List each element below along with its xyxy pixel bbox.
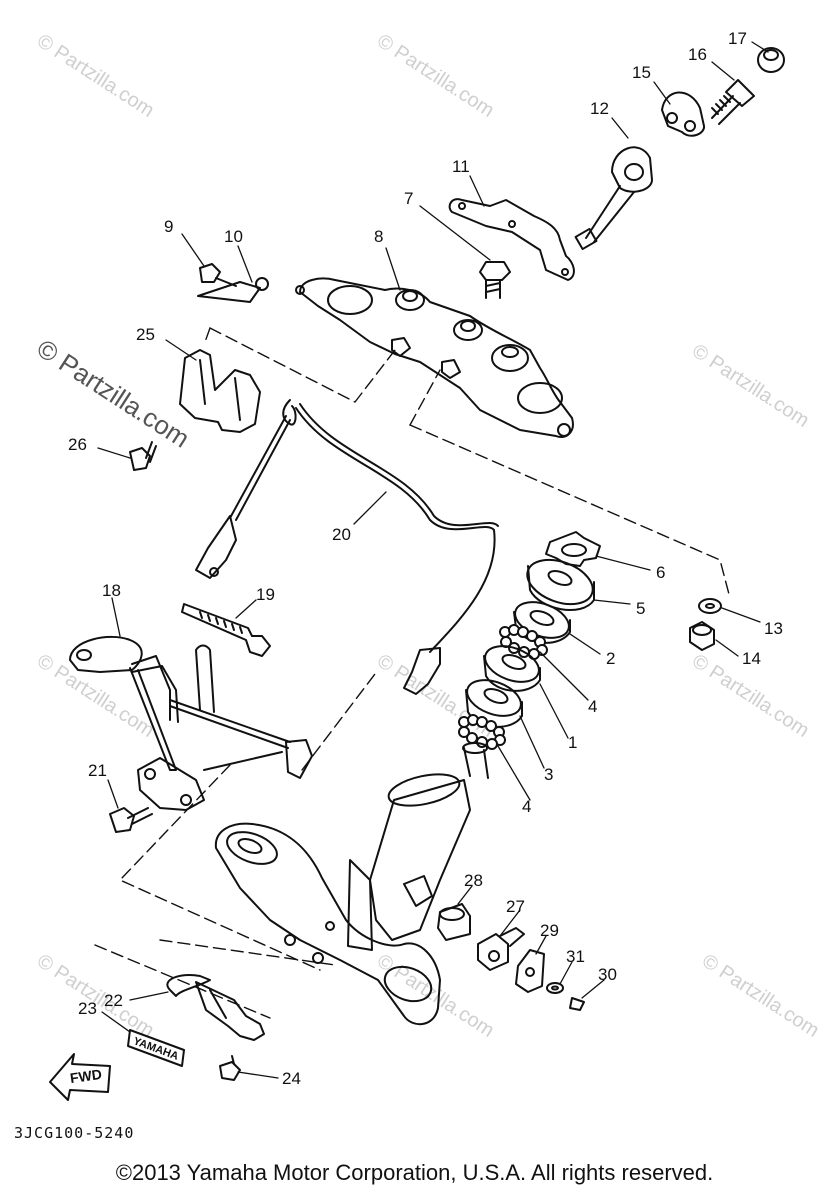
copyright-notice: ©2013 Yamaha Motor Corporation, U.S.A. A…: [115, 1160, 714, 1185]
part-29-plate: [515, 949, 545, 993]
part-27-lock: [477, 927, 525, 971]
part-19-cable-band: [181, 603, 271, 657]
part-6-lock-washer: [545, 531, 601, 567]
callout-23: 23: [78, 999, 97, 1018]
part-30-screw: [569, 997, 585, 1011]
part-16-bolt: [711, 79, 755, 125]
callout-6: 6: [656, 563, 666, 582]
part-31-washer: [546, 982, 564, 994]
callout-14: 14: [742, 649, 761, 668]
part-28-collar: [437, 903, 471, 941]
part-25-bracket: [179, 349, 261, 433]
fwd-arrow-icon: [49, 1053, 111, 1101]
callout-17: 17: [728, 29, 747, 48]
callout-29: 29: [540, 921, 559, 940]
part-12-handlebar: [574, 146, 653, 251]
drawing-code: 3JCG100-5240: [14, 1124, 135, 1142]
part-21-bolt: [109, 807, 153, 833]
callout-13: 13: [764, 619, 783, 638]
part-5-cover: [526, 558, 595, 612]
callout-7: 7: [404, 189, 414, 208]
part-20-cable: [195, 399, 499, 695]
callout-28: 28: [464, 871, 483, 890]
callout-5: 5: [636, 599, 646, 618]
callout-15: 15: [632, 63, 651, 82]
part-4-bearing-lower: [458, 714, 506, 750]
part-15-clamp: [661, 91, 705, 137]
callout-2: 2: [606, 649, 616, 668]
part-9-bolt: [199, 263, 237, 287]
callout-1: 1: [568, 733, 578, 752]
callout-10: 10: [224, 227, 243, 246]
callout-21: 21: [88, 761, 107, 780]
callout-31: 31: [566, 947, 585, 966]
callout-4-upper: 4: [588, 697, 598, 716]
part-17-cap-nut: [757, 47, 785, 73]
part-1-race: [483, 645, 541, 692]
steering-stem: [347, 742, 489, 951]
part-24-screw: [219, 1055, 241, 1081]
leader-lines: [97, 41, 769, 1079]
callout-30: 30: [598, 965, 617, 984]
part-10-stay: [197, 277, 269, 303]
part-18-bracket: [69, 636, 313, 811]
callout-9: 9: [164, 217, 174, 236]
callout-26: 26: [68, 435, 87, 454]
callout-12: 12: [590, 99, 609, 118]
callout-18: 18: [102, 581, 121, 600]
assembly-lines: [94, 327, 731, 1019]
callout-8: 8: [374, 227, 384, 246]
part-11-bracket: [448, 198, 575, 281]
callout-19: 19: [256, 585, 275, 604]
part-14-nut: [689, 621, 715, 651]
part-22-clip: [166, 974, 265, 1041]
part-8-upper-bracket: [295, 277, 574, 438]
callout-27: 27: [506, 897, 525, 916]
part-7-bolt: [479, 261, 511, 299]
part-23-emblem: [127, 1029, 185, 1067]
callout-4-lower: 4: [522, 797, 532, 816]
callout-24: 24: [282, 1069, 301, 1088]
callout-3: 3: [544, 765, 554, 784]
part-26-bolt: [129, 441, 157, 471]
part-13-washer: [698, 598, 722, 614]
callout-25: 25: [136, 325, 155, 344]
callout-16: 16: [688, 45, 707, 64]
part-4-bearing-upper: [499, 624, 548, 660]
callout-20: 20: [332, 525, 351, 544]
lower-bracket: [214, 822, 441, 1026]
callout-22: 22: [104, 991, 123, 1010]
callout-11: 11: [452, 157, 470, 176]
